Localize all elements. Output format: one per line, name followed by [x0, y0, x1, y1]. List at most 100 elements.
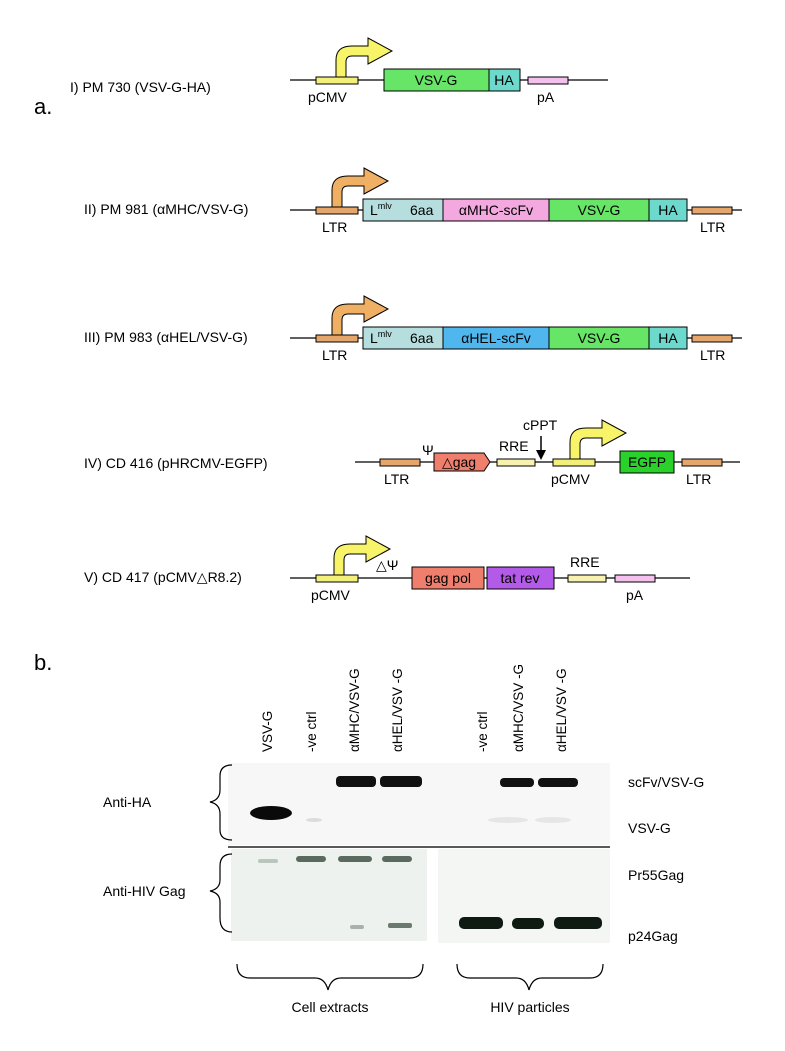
lane-label-6: αMHC/VSV -G — [511, 664, 526, 752]
tatrev-box — [486, 566, 555, 590]
cppt-arrow-icon — [536, 450, 546, 460]
ltr-left-label: LTR — [322, 219, 347, 235]
ha-box — [488, 68, 521, 92]
lmlv-label: Lmlv — [370, 201, 392, 218]
rre-element — [496, 458, 536, 467]
egfp-label: EGFP — [628, 454, 666, 470]
cell-extracts-label: Cell extracts — [291, 999, 368, 1015]
anti-gag-label: Anti-HIV Gag — [103, 883, 185, 899]
ltr-right-label: LTR — [700, 347, 725, 363]
anti-ha-blot — [228, 763, 610, 845]
band-scfv-vsvg — [538, 778, 578, 787]
ha-box-label: HA — [658, 330, 678, 346]
lane-label-5: -ve ctrl — [475, 711, 490, 752]
band-p24 — [388, 923, 412, 928]
rre-label: RRE — [570, 554, 600, 570]
lane-label-4: αHEL/VSV -G — [390, 668, 405, 752]
ltr-right-element — [691, 334, 733, 343]
gagpol-label: gag pol — [425, 570, 471, 586]
band-faint — [306, 818, 322, 822]
construct-5: V) CD 417 (pCMV△R8.2) pCMV △Ψ gag pol ta… — [84, 535, 690, 603]
lane-label-3: αMHC/VSV-G — [347, 668, 362, 752]
anti-ha-membrane — [228, 763, 610, 845]
band-label-p24gag: p24Gag — [628, 928, 678, 944]
lane-label-7: αHEL/VSV -G — [554, 668, 569, 752]
psi-label: Ψ — [422, 442, 434, 458]
anti-gag-blot — [231, 849, 610, 943]
dpsi-label: △Ψ — [376, 557, 398, 573]
promoter-arrow-icon — [569, 419, 628, 460]
ha-box — [648, 198, 688, 222]
vsvg-box-label: VSV-G — [415, 72, 458, 88]
ltr-arrow-icon — [331, 167, 390, 208]
pa-element — [527, 76, 569, 85]
band-label-pr55gag: Pr55Gag — [628, 867, 684, 883]
construct-2: II) PM 981 (αMHC/VSV-G) LTR Lmlv 6aa αMH… — [84, 167, 742, 235]
ltr-left-element — [315, 334, 359, 343]
ltr-right-element — [691, 206, 733, 215]
pcmv-element — [315, 574, 359, 583]
tatrev-label: tat rev — [501, 570, 540, 586]
mhc-scfv-label: αMHC-scFv — [459, 202, 533, 218]
band-label-vsvg: VSV-G — [628, 820, 671, 836]
panel-b-label: b. — [34, 650, 52, 675]
band-pr55 — [258, 859, 278, 863]
hiv-particles-label: HIV particles — [490, 999, 569, 1015]
band-faint — [488, 817, 528, 823]
construct-4: IV) CD 416 (pHRCMV-EGFP) LTR Ψ △gag RRE … — [84, 417, 740, 487]
ltr-left-label: LTR — [322, 347, 347, 363]
egfp-box — [619, 450, 675, 474]
band-pr55 — [382, 856, 412, 862]
ltr-left-element — [379, 458, 421, 467]
spacer-label: 6aa — [410, 330, 434, 346]
lane-label-2: -ve ctrl — [304, 711, 319, 752]
band-label-scfv-vsvg: scFv/VSV-G — [628, 774, 704, 790]
hiv-particles-bracket — [456, 963, 604, 991]
panel-a-label: a. — [34, 94, 52, 119]
band-p24 — [350, 925, 364, 929]
pcmv-label: pCMV — [311, 587, 351, 603]
ltr-right-label: LTR — [700, 219, 725, 235]
construct-1: I) PM 730 (VSV-G-HA) pCMV VSV-G HA pA — [70, 37, 608, 105]
lane-label-1: VSV-G — [260, 711, 275, 752]
cppt-label: cPPT — [523, 417, 558, 433]
construct-1-label: I) PM 730 (VSV-G-HA) — [70, 79, 211, 95]
vsvg-box-label: VSV-G — [578, 330, 621, 346]
vsvg-box-label: VSV-G — [578, 202, 621, 218]
promoter-arrow-icon — [333, 535, 392, 576]
band-scfv-vsvg — [380, 776, 422, 787]
ha-box — [648, 326, 688, 350]
rre-element — [567, 574, 607, 583]
construct-5-label: V) CD 417 (pCMV△R8.2) — [84, 569, 242, 585]
band-pr55 — [338, 856, 372, 862]
ltr-left-element — [315, 206, 359, 215]
ltr-left-label: LTR — [384, 471, 409, 487]
band-pr55 — [296, 856, 326, 862]
pa-element — [614, 574, 656, 583]
ha-box-label: HA — [494, 72, 514, 88]
cell-extracts-bracket — [236, 963, 424, 991]
lmlv-label: Lmlv — [370, 329, 392, 346]
ltr-arrow-icon — [331, 295, 390, 336]
construct-2-label: II) PM 981 (αMHC/VSV-G) — [84, 201, 248, 217]
hel-scfv-label: αHEL-scFv — [461, 330, 531, 346]
pcmv-label: pCMV — [308, 89, 348, 105]
gagpol-box — [411, 566, 485, 590]
pcmv-element — [552, 458, 596, 467]
band-scfv-vsvg — [500, 778, 534, 787]
dgag-label: △gag — [442, 454, 476, 470]
band-p24 — [459, 917, 503, 929]
ha-box-label: HA — [658, 202, 678, 218]
construct-3: III) PM 983 (αHEL/VSV-G) LTR Lmlv 6aa αH… — [84, 295, 742, 363]
band-vsvg — [250, 806, 292, 820]
band-p24 — [554, 917, 602, 929]
anti-ha-bracket — [209, 764, 233, 841]
anti-gag-bracket — [209, 853, 233, 933]
ltr-right-element — [681, 458, 723, 467]
pa-label: pA — [537, 89, 555, 105]
band-faint — [535, 817, 571, 823]
construct-3-label: III) PM 983 (αHEL/VSV-G) — [84, 329, 248, 345]
ltr-right-label: LTR — [686, 471, 711, 487]
dgag-box — [433, 452, 491, 472]
